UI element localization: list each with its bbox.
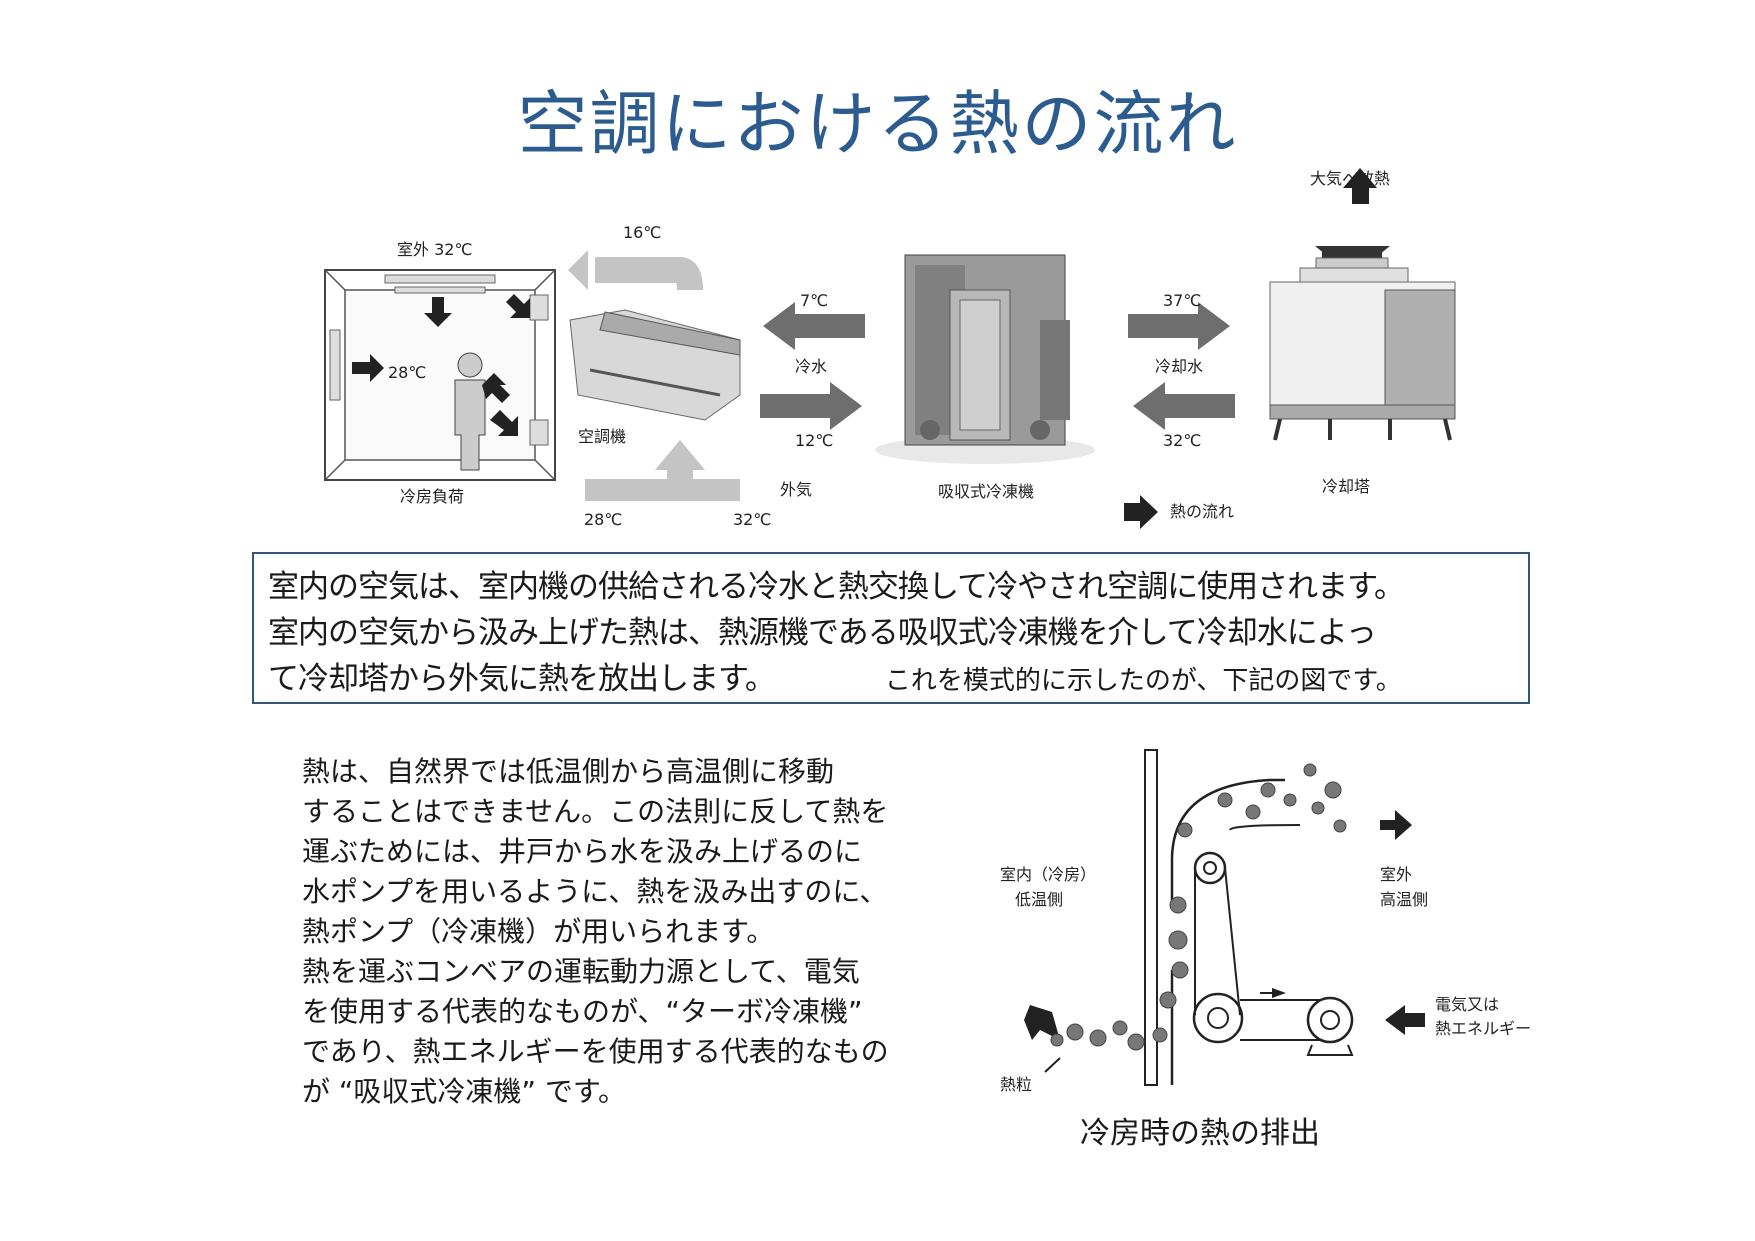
ahu-caption: 空調機 bbox=[578, 427, 626, 446]
return-air-temp: 28℃ bbox=[584, 510, 622, 529]
explanation-line: 運ぶためには、井戸から水を汲み上げるのに bbox=[302, 832, 942, 872]
chilled-water-supply-temp: 7℃ bbox=[800, 291, 828, 310]
legend-label: 熱の流れ bbox=[1170, 502, 1234, 521]
outside-air-label: 外気 bbox=[780, 480, 812, 499]
power-label-line1: 電気又は bbox=[1435, 995, 1499, 1014]
indoor-label-line2: 低温側 bbox=[1015, 890, 1063, 909]
room-caption: 冷房負荷 bbox=[400, 487, 464, 506]
figure-caption: 冷房時の熱の排出 bbox=[1080, 1108, 1320, 1152]
indoor-label-line1: 室内（冷房） bbox=[1000, 865, 1096, 884]
absorption-chiller-image bbox=[875, 255, 1095, 464]
summary-box: 室内の空気は、室内機の供給される冷水と熱交換して冷やされ空調に使用されます。 室… bbox=[252, 552, 1530, 704]
summary-line-3-row: て冷却塔から外気に熱を放出します。 これを模式的に示したのが、下記の図です。 bbox=[268, 656, 1528, 704]
explanation-line: が “吸収式冷凍機” です。 bbox=[302, 1072, 942, 1112]
return-outside-air-arrow bbox=[585, 440, 740, 490]
explanation-line: することはできません。この法則に反して熱を bbox=[302, 792, 942, 832]
outdoor-label-line1: 室外 bbox=[1380, 865, 1412, 884]
chilled-water-return-temp: 12℃ bbox=[795, 431, 833, 450]
summary-note: これを模式的に示したのが、下記の図です。 bbox=[885, 666, 1402, 696]
explanation-line: であり、熱エネルギーを使用する代表的なもの bbox=[302, 1032, 942, 1072]
explanation-line: 熱は、自然界では低温側から高温側に移動 bbox=[302, 752, 942, 792]
supply-air-temp: 16℃ bbox=[623, 223, 661, 242]
heat-flow-legend bbox=[1124, 495, 1158, 529]
heat-release-label: 大気へ放熱 bbox=[1310, 169, 1390, 188]
summary-line-1: 室内の空気は、室内機の供給される冷水と熱交換して冷やされ空調に使用されます。 bbox=[268, 564, 1528, 610]
supply-air-arrow bbox=[568, 250, 690, 290]
chilled-water-label: 冷水 bbox=[795, 357, 827, 376]
cooling-tower-image bbox=[1270, 246, 1455, 440]
particle-label: 熱粒 bbox=[1000, 1075, 1032, 1094]
explanation-text: 熱は、自然界では低温側から高温側に移動 することはできません。この法則に反して熱… bbox=[302, 752, 942, 1112]
summary-line-3: て冷却塔から外気に熱を放出します。 bbox=[268, 661, 775, 697]
outdoor-temp-label: 室外 32℃ bbox=[397, 240, 472, 259]
room-temp-label: 28℃ bbox=[388, 363, 426, 382]
chiller-caption: 吸収式冷凍機 bbox=[938, 482, 1034, 501]
explanation-line: 水ポンプを用いるように、熱を汲み出すのに、 bbox=[302, 872, 942, 912]
cooling-water-label: 冷却水 bbox=[1155, 357, 1203, 376]
explanation-line: 熱を運ぶコンベアの運転動力源として、電気 bbox=[302, 952, 942, 992]
cooling-water-out-temp: 37℃ bbox=[1163, 291, 1201, 310]
heat-pump-concept-diagram bbox=[1024, 750, 1425, 1085]
summary-line-2: 室内の空気から汲み上げた熱は、熱源機である吸収式冷凍機を介して冷却水によっ bbox=[268, 610, 1528, 656]
explanation-line: 熱ポンプ（冷凍機）が用いられます。 bbox=[302, 912, 942, 952]
outside-air-temp: 32℃ bbox=[733, 510, 771, 529]
air-handling-unit bbox=[570, 310, 740, 420]
cooling-water-in-temp: 32℃ bbox=[1163, 431, 1201, 450]
cooling-tower-caption: 冷却塔 bbox=[1322, 477, 1370, 496]
outdoor-label-line2: 高温側 bbox=[1380, 890, 1428, 909]
explanation-line: を使用する代表的なものが、“ターボ冷凍機” bbox=[302, 992, 942, 1032]
power-label-line2: 熱エネルギー bbox=[1435, 1019, 1531, 1038]
